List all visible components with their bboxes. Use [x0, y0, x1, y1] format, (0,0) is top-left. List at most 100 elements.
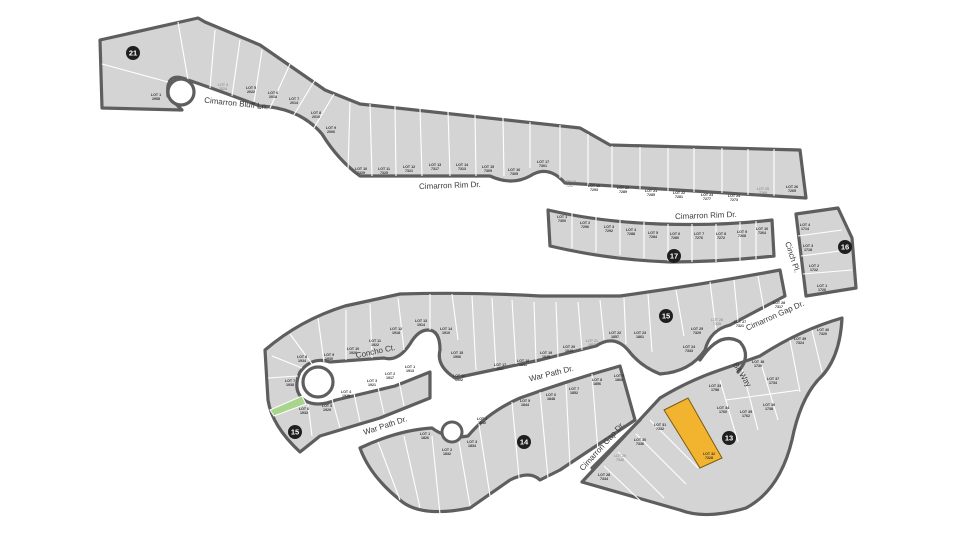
phase-badge-15-b[interactable]: 15	[288, 425, 302, 439]
lot-address: 7336	[636, 442, 644, 446]
lot-number: LOT 9	[326, 126, 336, 130]
phase-badge-17[interactable]: 17	[667, 249, 681, 263]
phase-badge-21[interactable]: 21	[126, 46, 140, 60]
lot-number: LOT 37	[767, 377, 779, 381]
phase-badge-15-a[interactable]: 15	[659, 309, 673, 323]
lot-address: 1844	[521, 403, 529, 407]
phase-badge-14[interactable]: 14	[517, 435, 531, 449]
lot-32-available[interactable]	[663, 397, 723, 469]
phase-badge-16[interactable]: 16	[838, 240, 852, 254]
phase-badge-13[interactable]: 13	[722, 431, 736, 445]
